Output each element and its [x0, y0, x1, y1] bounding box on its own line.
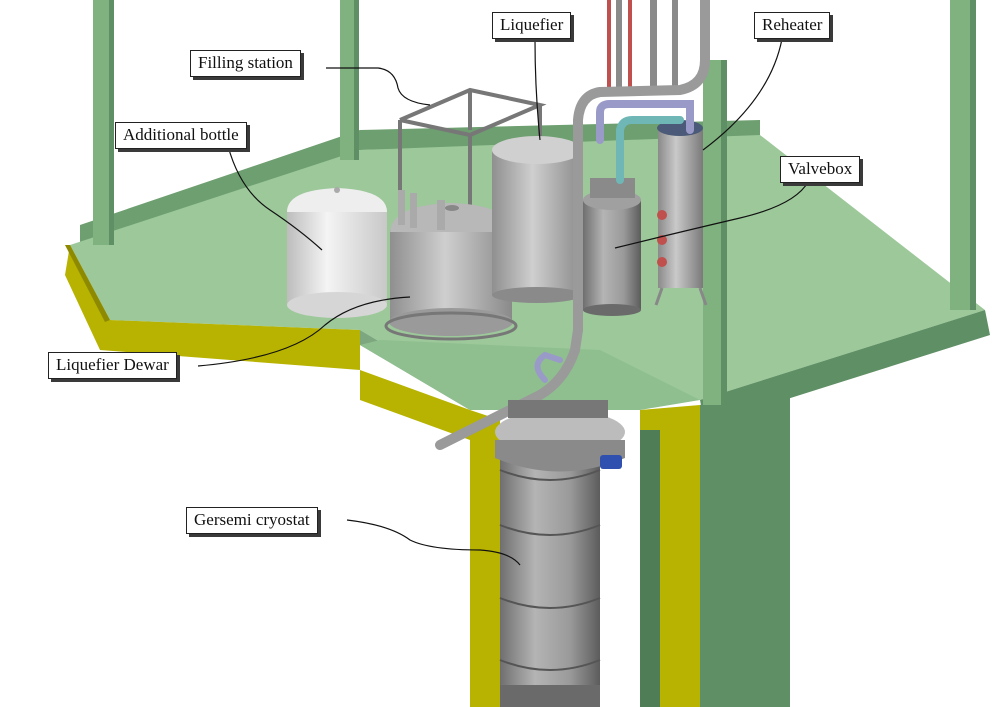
column [950, 0, 970, 310]
shaft-green-right [700, 375, 790, 707]
gersemi-cryostat-vessel [495, 400, 625, 707]
leader-lines [197, 38, 809, 566]
column [109, 0, 114, 245]
recess-floor [360, 340, 700, 410]
liquefier-tank [492, 136, 582, 303]
column [703, 60, 721, 405]
support-columns [93, 0, 976, 405]
leader-filling-station [326, 67, 431, 106]
column [721, 60, 727, 405]
leader-additional-bottle [227, 145, 323, 251]
label-reheater: Reheater [754, 12, 831, 39]
cryostat-shaft [470, 375, 790, 707]
label-valvebox: Valvebox [780, 156, 861, 183]
label-filling-station: Filling station [190, 50, 301, 77]
leader-valvebox [614, 181, 809, 249]
valvebox-tank [583, 178, 641, 316]
transfer-lines [435, 0, 710, 450]
column [970, 0, 976, 310]
column [354, 0, 359, 160]
additional-bottle [287, 187, 387, 318]
column [93, 0, 109, 245]
slab-edge-left [65, 245, 360, 370]
leader-liquefier [534, 39, 541, 141]
label-liquefier: Liquefier [492, 12, 572, 39]
shaft-inner-green [640, 430, 660, 707]
shaft-yellow-left [470, 410, 500, 707]
reheater-tank [654, 120, 708, 306]
top-pipes [607, 0, 678, 95]
leader-reheater [702, 38, 783, 151]
liquefier-dewar-tank [384, 190, 518, 341]
leader-gersemi-cryostat [346, 519, 521, 566]
column [340, 0, 354, 160]
label-additional-bottle: Additional bottle [115, 122, 247, 149]
label-gersemi-cryostat: Gersemi cryostat [186, 507, 318, 534]
label-liquefier-dewar: Liquefier Dewar [48, 352, 177, 379]
slab-edge-left-top [65, 245, 110, 322]
leader-liquefier-dewar [197, 296, 411, 367]
slab-edge-mid [360, 370, 470, 440]
